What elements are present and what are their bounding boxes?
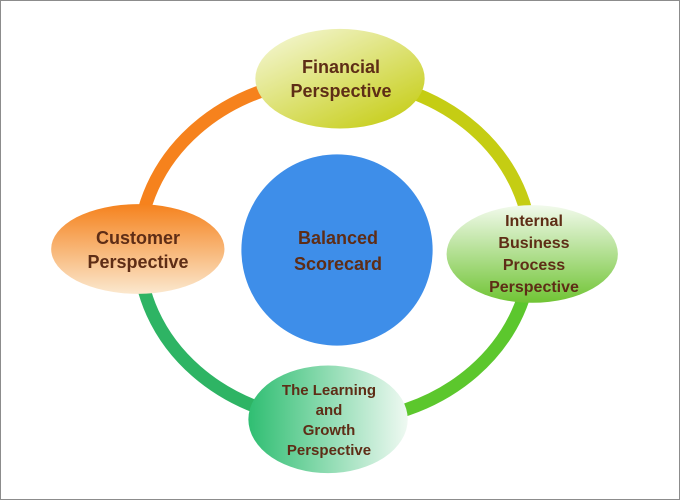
customer-node	[51, 204, 225, 294]
financial-node	[255, 28, 425, 129]
center-node	[241, 154, 433, 346]
learning-node	[248, 365, 408, 474]
internal-node	[446, 205, 618, 303]
